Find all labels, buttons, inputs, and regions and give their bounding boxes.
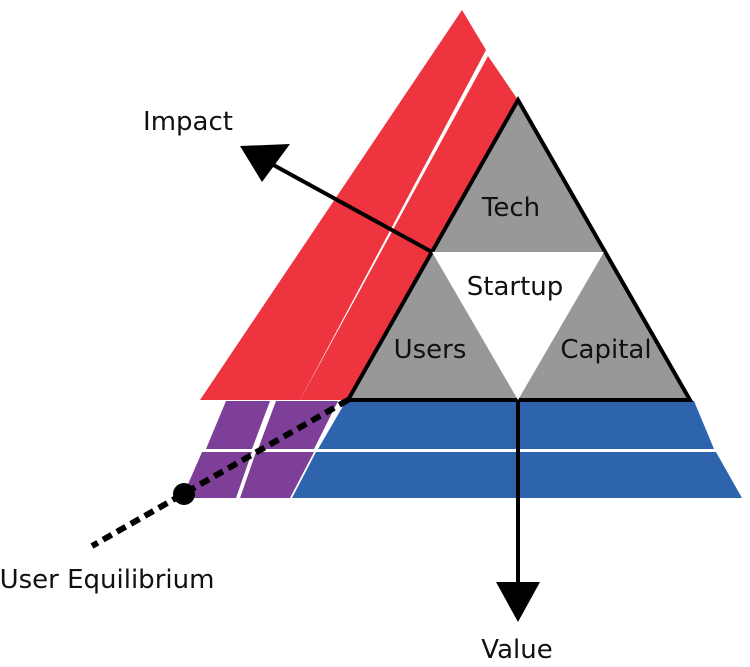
- purple-cell-1: [206, 401, 270, 449]
- capital-label: Capital: [560, 335, 651, 365]
- impact-arrowhead: [240, 144, 290, 182]
- startup-triangle: [432, 252, 604, 400]
- user-equilibrium-line: [90, 397, 350, 549]
- impact-label: Impact: [143, 107, 233, 137]
- impact-arrow-line: [267, 160, 433, 254]
- tech-label: Tech: [481, 193, 540, 223]
- value-arrowhead: [496, 582, 540, 622]
- purple-cell-4: [240, 452, 314, 498]
- user-equilibrium-label: User Equilibrium: [0, 565, 214, 595]
- red-band-inner: [300, 56, 518, 400]
- value-label: Value: [481, 635, 552, 665]
- users-label: Users: [394, 335, 467, 365]
- user-equilibrium-dot: [173, 483, 195, 505]
- startup-label: Startup: [467, 272, 564, 302]
- purple-cell-2: [258, 401, 338, 449]
